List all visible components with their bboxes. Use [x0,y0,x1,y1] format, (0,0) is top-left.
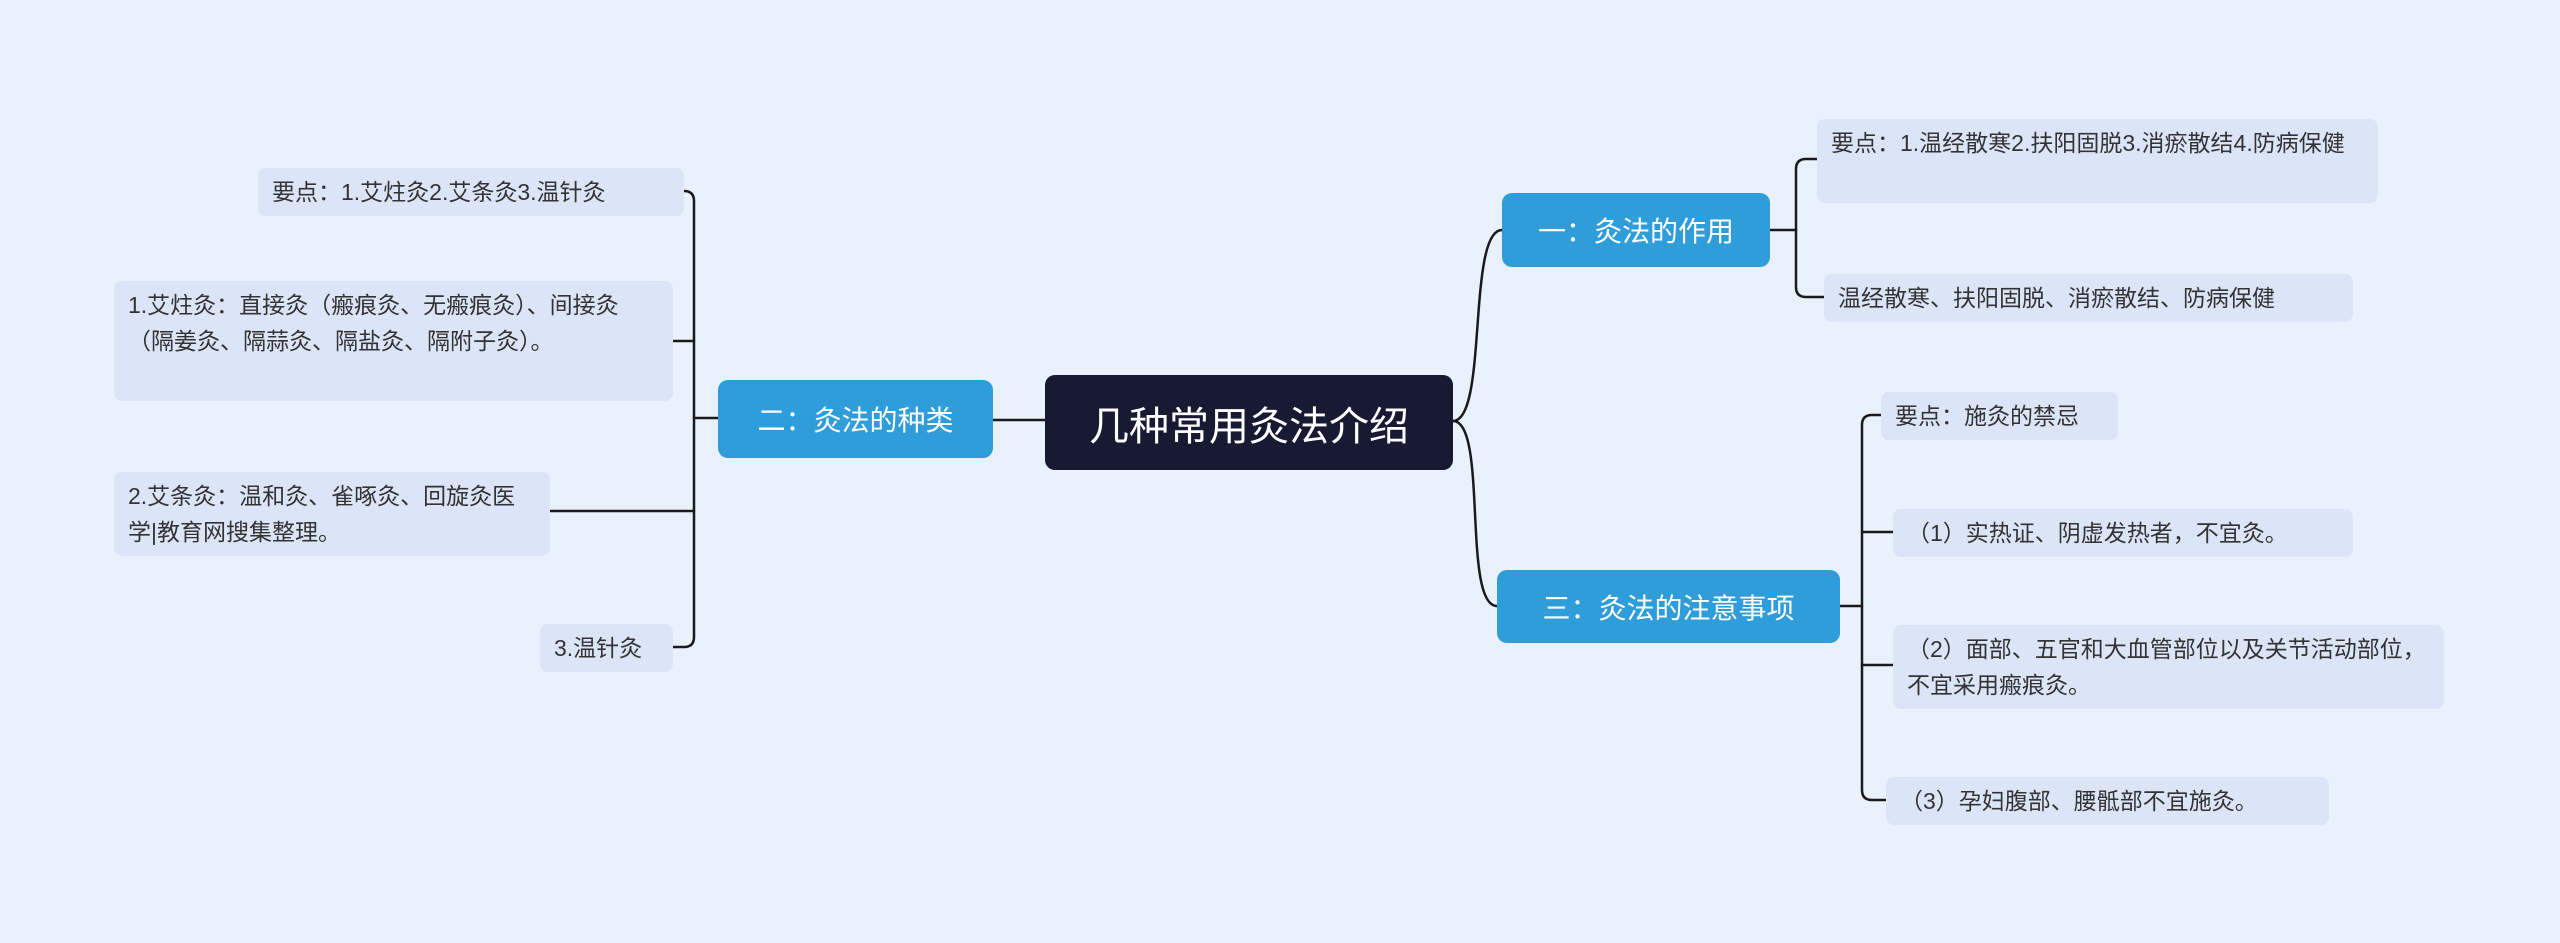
leaf-cautions-keypoints[interactable]: 要点：施灸的禁忌 [1881,392,2118,440]
connector-effects-bracket [1794,157,1826,299]
connector-root-effects [1451,228,1504,423]
leaf-cautions-item1[interactable]: （1）实热证、阴虚发热者，不宜灸。 [1893,509,2353,557]
branch-node-types[interactable]: 二：灸法的种类 [718,380,993,458]
root-node[interactable]: 几种常用灸法介绍 [1045,375,1453,470]
connector-cautions-bracket [1860,413,1888,802]
leaf-types-aizhu[interactable]: 1.艾炷灸：直接灸（瘢痕灸、无瘢痕灸）、间接灸（隔姜灸、隔蒜灸、隔盐灸、隔附子灸… [114,281,673,401]
branch-node-cautions[interactable]: 三：灸法的注意事项 [1497,570,1840,643]
connector-root-cautions [1451,419,1499,608]
leaf-effects-detail[interactable]: 温经散寒、扶阳固脱、消瘀散结、防病保健 [1824,274,2353,322]
branch-node-effects[interactable]: 一：灸法的作用 [1502,193,1770,267]
leaf-types-keypoints[interactable]: 要点：1.艾炷灸2.艾条灸3.温针灸 [258,168,684,216]
leaf-types-aitiao[interactable]: 2.艾条灸：温和灸、雀啄灸、回旋灸医学|教育网搜集整理。 [114,472,550,556]
connector-types-bracket [671,189,696,649]
leaf-types-wenzhen[interactable]: 3.温针灸 [540,624,673,672]
leaf-cautions-item3[interactable]: （3）孕妇腹部、腰骶部不宜施灸。 [1886,777,2329,825]
leaf-effects-keypoints[interactable]: 要点：1.温经散寒2.扶阳固脱3.消瘀散结4.防病保健 [1817,119,2378,203]
leaf-cautions-item2[interactable]: （2）面部、五官和大血管部位以及关节活动部位，不宜采用瘢痕灸。 [1893,625,2444,709]
